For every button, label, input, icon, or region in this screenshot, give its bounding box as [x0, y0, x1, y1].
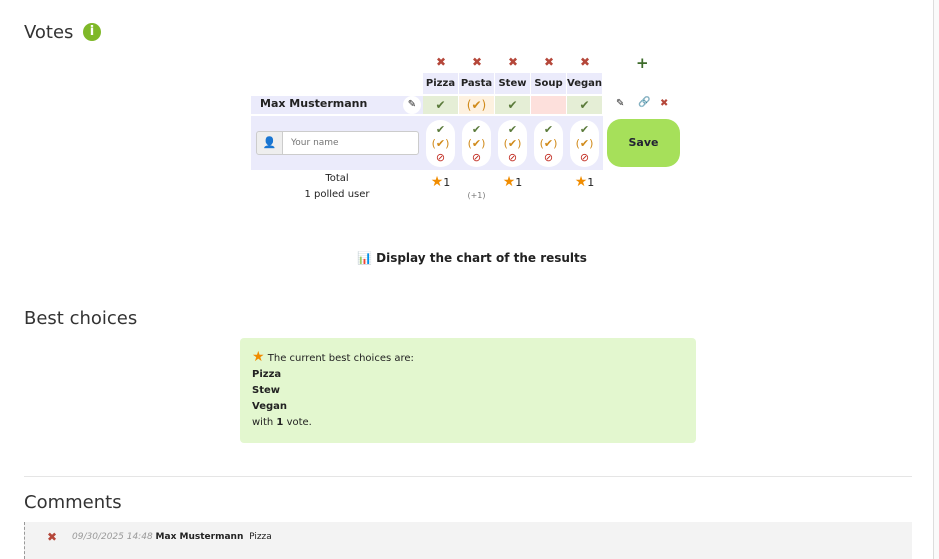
best-choices-box: ★ The current best choices are: Pizza St…	[240, 338, 696, 443]
comments-title: Comments	[24, 492, 122, 513]
delete-column-icon[interactable]: ✖	[507, 55, 519, 69]
total-cell: ★1	[430, 174, 451, 190]
vote-yes-radio[interactable]: ✔	[543, 123, 554, 136]
total-label: Total	[325, 173, 349, 184]
vote-cell-yes: ✔	[423, 96, 458, 114]
edit-icon[interactable]: ✎	[616, 98, 625, 109]
chart-icon: 📊	[357, 251, 377, 265]
maybe-total: (+1)	[467, 191, 486, 200]
vote-choice-group: ✔(✔)⊘	[462, 120, 491, 167]
vote-yes-radio[interactable]: ✔	[579, 123, 590, 136]
vote-maybe-radio[interactable]: (✔)	[431, 137, 450, 150]
comment-item: ✖ 09/30/2025 14:48 Max Mustermann Pizza	[24, 522, 912, 559]
choice-header: Soup	[531, 73, 566, 94]
best-choice: Stew	[252, 385, 281, 396]
votes-title: Votes	[24, 22, 74, 43]
delete-vote-icon[interactable]: ✖	[660, 98, 669, 109]
star-icon: ★	[430, 174, 444, 190]
vote-no-radio[interactable]: ⊘	[579, 151, 590, 164]
scrollbar[interactable]	[933, 0, 939, 559]
vote-maybe-radio[interactable]: (✔)	[575, 137, 594, 150]
delete-column-icon[interactable]: ✖	[435, 55, 447, 69]
vote-no-radio[interactable]: ⊘	[471, 151, 482, 164]
choice-header: Pizza	[423, 73, 458, 94]
best-choices-title: Best choices	[24, 308, 138, 329]
choice-header: Stew	[495, 73, 530, 94]
vote-cell-no	[531, 96, 566, 114]
edit-vote-button[interactable]: ✎	[403, 96, 421, 114]
polled-label: 1 polled user	[304, 189, 370, 200]
vote-choice-group: ✔(✔)⊘	[534, 120, 563, 167]
vote-cell-yes: ✔	[495, 96, 530, 114]
total-cell: ★1	[574, 174, 595, 190]
user-name: Max Mustermann	[260, 97, 368, 110]
choice-header: Vegan	[567, 73, 602, 94]
vote-maybe-radio[interactable]: (✔)	[467, 137, 486, 150]
comment-author: Max Mustermann	[155, 532, 244, 542]
comment-date: 09/30/2025 14:48	[72, 532, 153, 542]
star-icon: ★	[252, 349, 265, 365]
vote-no-radio[interactable]: ⊘	[435, 151, 446, 164]
save-button[interactable]: Save	[607, 119, 680, 167]
total-cell: ★1	[502, 174, 523, 190]
star-icon: ★	[502, 174, 516, 190]
vote-cell-yes: ✔	[567, 96, 602, 114]
delete-column-icon[interactable]: ✖	[471, 55, 483, 69]
link-icon[interactable]: 🔗	[638, 97, 651, 108]
vote-cell-maybe: (✔)	[459, 96, 494, 114]
vote-no-radio[interactable]: ⊘	[507, 151, 518, 164]
info-icon[interactable]: i	[83, 23, 101, 41]
choice-header: Pasta	[459, 73, 494, 94]
star-icon: ★	[574, 174, 588, 190]
vote-yes-radio[interactable]: ✔	[435, 123, 446, 136]
vote-yes-radio[interactable]: ✔	[507, 123, 518, 136]
user-icon: 👤	[256, 131, 283, 155]
delete-column-icon[interactable]: ✖	[579, 55, 591, 69]
comment-text: Pizza	[249, 532, 272, 542]
name-input[interactable]	[282, 131, 419, 155]
vote-no-radio[interactable]: ⊘	[543, 151, 554, 164]
vote-maybe-radio[interactable]: (✔)	[539, 137, 558, 150]
vote-maybe-radio[interactable]: (✔)	[503, 137, 522, 150]
divider	[24, 476, 912, 477]
vote-choice-group: ✔(✔)⊘	[498, 120, 527, 167]
user-row	[251, 96, 423, 114]
best-choice: Vegan	[252, 401, 287, 412]
delete-comment-icon[interactable]: ✖	[47, 530, 58, 544]
add-column-icon[interactable]: +	[636, 54, 649, 72]
best-choice: Pizza	[252, 369, 282, 380]
display-chart-link[interactable]: 📊 Display the chart of the results	[357, 251, 587, 265]
vote-choice-group: ✔(✔)⊘	[570, 120, 599, 167]
delete-column-icon[interactable]: ✖	[543, 55, 555, 69]
vote-choice-group: ✔(✔)⊘	[426, 120, 455, 167]
vote-yes-radio[interactable]: ✔	[471, 123, 482, 136]
